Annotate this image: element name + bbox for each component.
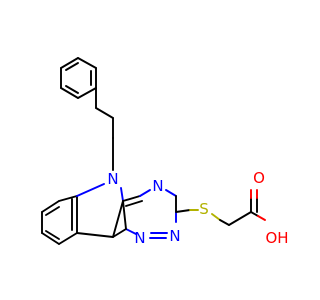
structure-canvas: N N N N S O OH: [41, 57, 289, 247]
bond: [60, 57, 79, 69]
aromatic-inner-bond: [45, 206, 60, 216]
bond: [95, 107, 114, 119]
bond: [58, 232, 78, 245]
aromatic-inner-bond: [65, 62, 79, 71]
bond: [41, 232, 60, 245]
bond: [165, 189, 177, 197]
bond: [77, 87, 97, 99]
aromatic-inner-bond: [65, 85, 79, 94]
bond: [175, 209, 191, 213]
atom-label-sulfur: S: [199, 200, 209, 218]
atom-label-oxygen: O: [253, 169, 265, 187]
bond: [250, 211, 259, 217]
double-bond-inner: [125, 200, 143, 207]
atom-label-n-triazine-top: N: [152, 177, 163, 195]
bond: [219, 219, 230, 226]
bond: [228, 211, 252, 226]
atom-label-n-triazine-bottom-left: N: [134, 229, 145, 247]
bond: [257, 215, 266, 221]
bond: [58, 195, 78, 202]
bond: [122, 195, 141, 202]
bond: [122, 200, 127, 230]
atom-label-n-indole: N: [107, 170, 118, 188]
bond: [76, 232, 114, 238]
bond: [41, 200, 60, 213]
triazine-ring: [112, 189, 177, 239]
atom-label-n-triazine-bottom-right: N: [169, 227, 180, 245]
bond: [76, 183, 105, 197]
molecule-diagram: N N N N S O OH: [41, 57, 289, 247]
phenyl-ring: [60, 57, 97, 99]
benzo-ring: [41, 195, 78, 245]
bond: [120, 187, 124, 202]
bond: [112, 228, 127, 238]
bond: [211, 213, 221, 221]
aromatic-inner-bond: [45, 230, 60, 240]
bond: [139, 189, 151, 197]
thioacetic-acid-chain: [175, 189, 266, 226]
atom-label-hydroxyl: OH: [265, 229, 288, 247]
bond: [77, 57, 97, 69]
bond: [125, 228, 137, 235]
pyrrole-ring: [76, 183, 124, 238]
bond: [60, 87, 79, 99]
bond: [112, 200, 124, 238]
ethyl-linker: [95, 87, 114, 171]
